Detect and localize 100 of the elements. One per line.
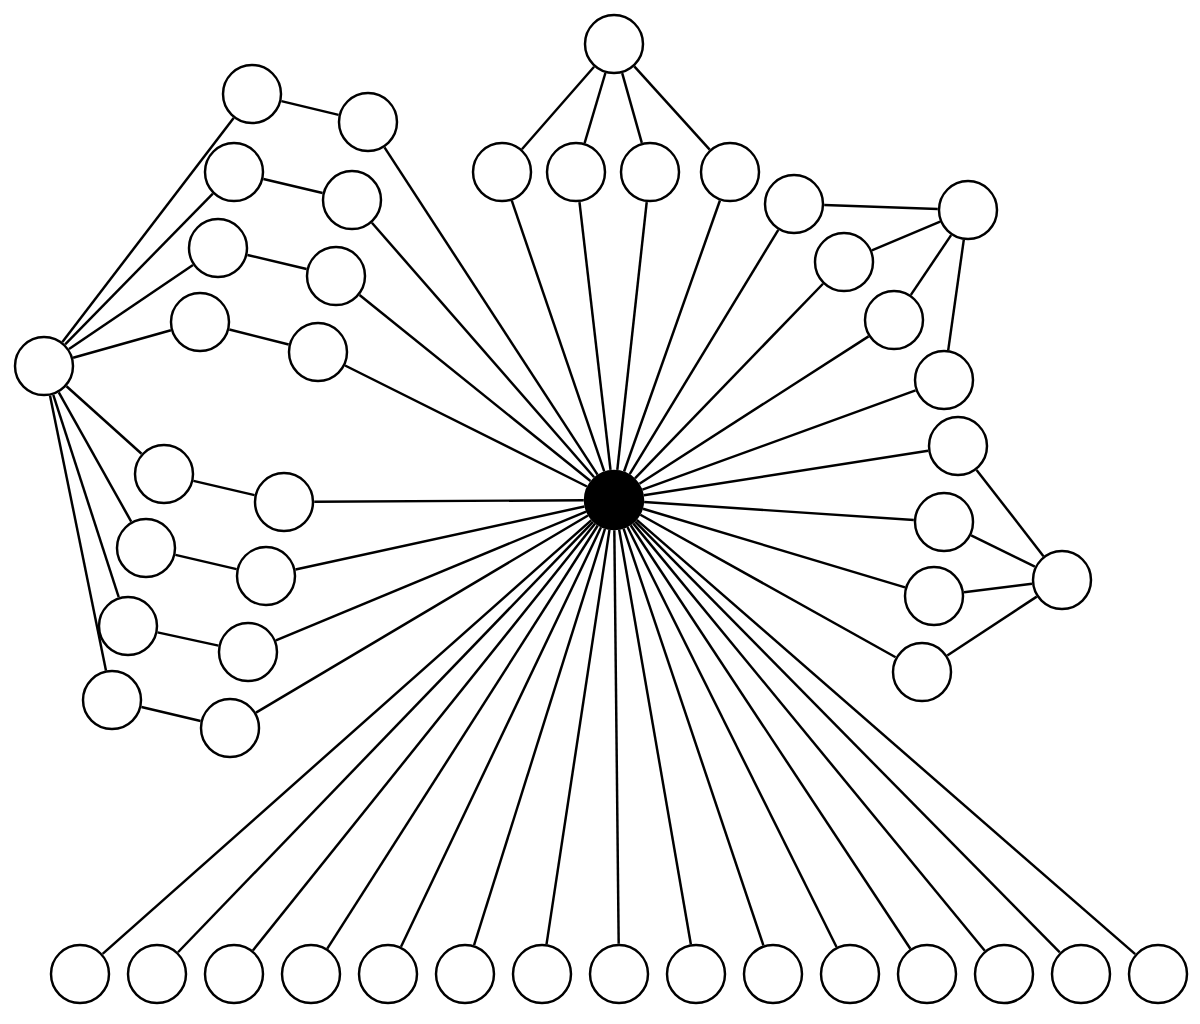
connector-line bbox=[275, 510, 587, 642]
circle-node bbox=[49, 943, 111, 1005]
connector-line bbox=[263, 177, 323, 195]
connector-line bbox=[946, 595, 1038, 657]
circle-node bbox=[221, 63, 283, 125]
connector-line bbox=[68, 263, 194, 351]
circle-node bbox=[203, 141, 265, 203]
circle-node bbox=[913, 491, 975, 553]
connector-line bbox=[642, 507, 906, 589]
circle-node bbox=[927, 415, 989, 477]
connector-line bbox=[175, 553, 237, 571]
circle-node bbox=[896, 943, 958, 1005]
connector-line bbox=[633, 65, 711, 151]
circle-node bbox=[203, 943, 265, 1005]
circle-node bbox=[511, 943, 573, 1005]
connector-line bbox=[644, 500, 914, 522]
connector-line bbox=[101, 519, 593, 955]
connector-line bbox=[642, 389, 916, 491]
connector-line bbox=[632, 522, 986, 952]
connector-line bbox=[510, 200, 606, 472]
connector-line bbox=[616, 201, 648, 471]
circle-node bbox=[235, 545, 297, 607]
connector-line bbox=[638, 335, 870, 485]
connector-line bbox=[871, 220, 941, 252]
circle-node bbox=[97, 595, 159, 657]
circle-node bbox=[1050, 943, 1112, 1005]
circle-node bbox=[187, 217, 249, 279]
connector-line bbox=[613, 530, 620, 944]
connector-line bbox=[636, 518, 1137, 956]
connector-line bbox=[583, 72, 607, 144]
connector-line bbox=[193, 479, 255, 497]
circle-node bbox=[133, 443, 195, 505]
circle-node bbox=[763, 173, 825, 235]
connector-line bbox=[141, 705, 201, 723]
connector-line bbox=[255, 514, 589, 714]
connector-line bbox=[634, 520, 1061, 954]
circle-node bbox=[863, 289, 925, 351]
circle-node bbox=[937, 179, 999, 241]
circle-node bbox=[819, 943, 881, 1005]
circle-node bbox=[321, 169, 383, 231]
connector-line bbox=[634, 282, 824, 480]
circle-node bbox=[583, 13, 645, 75]
circle-node bbox=[699, 141, 761, 203]
circle-node bbox=[81, 669, 143, 731]
circle-node bbox=[973, 943, 1035, 1005]
connector-line bbox=[643, 449, 929, 497]
connector-line bbox=[545, 529, 611, 945]
circle-node bbox=[903, 565, 965, 627]
circle-node bbox=[619, 141, 681, 203]
circle-node bbox=[287, 321, 349, 383]
connector-line bbox=[177, 520, 594, 954]
circle-node bbox=[545, 141, 607, 203]
connector-line bbox=[157, 631, 219, 647]
circle-node bbox=[199, 697, 261, 759]
circle-node bbox=[13, 335, 75, 397]
connector-line bbox=[975, 469, 1045, 557]
circle-node bbox=[357, 943, 419, 1005]
connector-line bbox=[295, 505, 585, 571]
connector-line bbox=[326, 524, 599, 950]
connector-line bbox=[639, 513, 897, 659]
circle-node bbox=[126, 943, 188, 1005]
connector-line bbox=[72, 329, 172, 359]
connector-line bbox=[909, 234, 953, 296]
connector-line bbox=[628, 229, 780, 475]
circle-node bbox=[1127, 943, 1189, 1005]
filled-circle-node bbox=[583, 469, 645, 531]
connector-line bbox=[963, 582, 1033, 594]
connector-line bbox=[947, 239, 965, 351]
circle-node bbox=[434, 943, 496, 1005]
connector-line bbox=[52, 394, 120, 598]
connector-line bbox=[57, 391, 133, 523]
connector-line bbox=[383, 146, 599, 476]
connector-line bbox=[621, 72, 643, 144]
connector-line bbox=[970, 534, 1036, 568]
circle-node bbox=[813, 231, 875, 293]
circle-node bbox=[891, 641, 953, 703]
circle-node bbox=[169, 291, 231, 353]
circle-node bbox=[665, 943, 727, 1005]
connector-line bbox=[229, 328, 289, 346]
circle-node bbox=[305, 245, 367, 307]
connector-line bbox=[578, 201, 612, 471]
connector-line bbox=[370, 221, 596, 479]
connector-line bbox=[622, 200, 722, 472]
circle-node bbox=[253, 471, 315, 533]
connector-line bbox=[521, 65, 596, 151]
connector-line bbox=[251, 522, 597, 952]
connector-line bbox=[617, 529, 693, 945]
connector-line bbox=[824, 203, 938, 211]
connector-line bbox=[358, 294, 592, 482]
circle-node bbox=[337, 91, 399, 153]
connector-line bbox=[344, 364, 588, 488]
circle-node bbox=[217, 621, 279, 683]
connector-line bbox=[65, 385, 143, 455]
circle-node bbox=[742, 943, 804, 1005]
circle-node bbox=[913, 349, 975, 411]
circle-node bbox=[280, 943, 342, 1005]
circle-node bbox=[115, 517, 177, 579]
circle-node bbox=[588, 943, 650, 1005]
connector-line bbox=[64, 192, 214, 346]
circle-node bbox=[1031, 549, 1093, 611]
